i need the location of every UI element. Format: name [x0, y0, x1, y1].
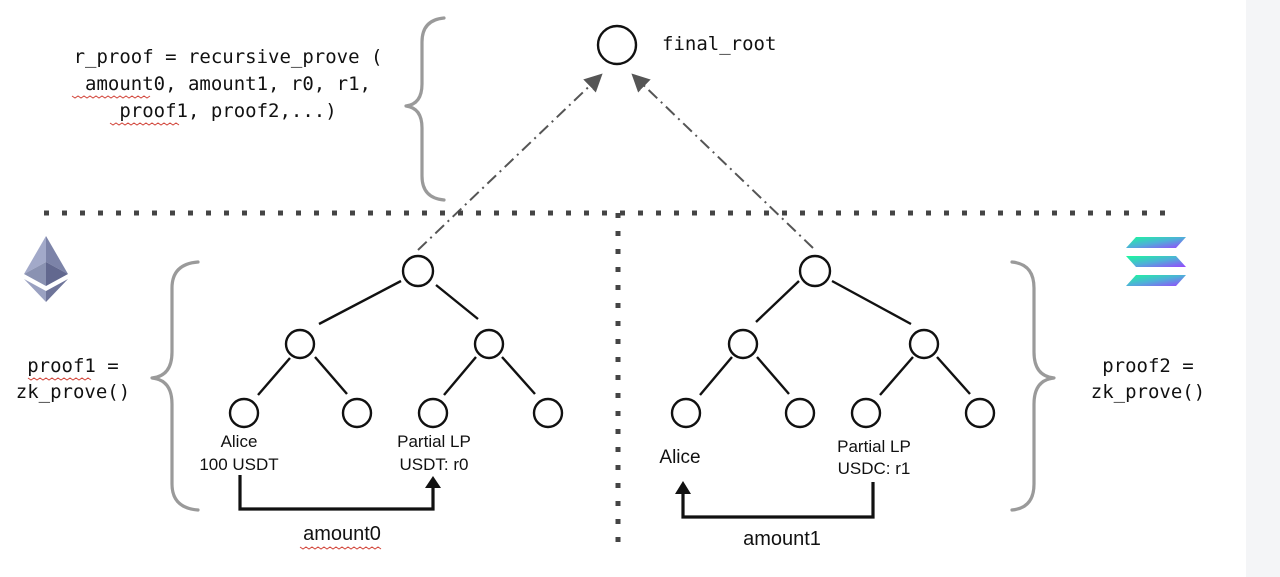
amount1-arrowhead	[675, 481, 691, 494]
tree-edge	[443, 356, 477, 396]
tree-edge	[756, 356, 790, 395]
tree-edge	[831, 279, 912, 326]
proof1-label-line-2: zk_prove()	[16, 381, 130, 403]
left-root-to-final-arrow	[417, 73, 603, 251]
proof1-label-line-1: proof1 =	[27, 355, 119, 377]
leaf-node-partial-lp	[850, 397, 882, 429]
spellcheck-underline	[71, 95, 151, 99]
tree-node	[908, 328, 940, 360]
left-alice-label: Alice	[221, 432, 258, 451]
tree-edge	[501, 356, 536, 395]
tree-edge	[318, 279, 402, 326]
spellcheck-underline	[27, 377, 92, 381]
right-alice-label: Alice	[659, 447, 700, 468]
tree-node	[284, 328, 316, 360]
right-lp-label: Partial LP	[837, 437, 911, 456]
amount0-label: amount0	[303, 523, 381, 545]
amount1-transfer-arrow	[681, 482, 875, 519]
leaf-node-alice	[670, 397, 702, 429]
tree-edge	[435, 284, 479, 320]
right-merkle-tree	[670, 254, 996, 429]
proof2-label-line-1: proof2 =	[1102, 355, 1194, 377]
tree-edge	[257, 357, 291, 396]
right-edge-strip	[1246, 0, 1280, 577]
solana-icon	[1126, 237, 1186, 286]
left-alice-balance: 100 USDT	[199, 455, 278, 474]
leaf-node	[341, 397, 373, 429]
right-curly-brace	[1010, 260, 1056, 512]
final-root-label: final_root	[662, 33, 776, 55]
tree-node	[727, 328, 759, 360]
right-tree-root-node	[798, 254, 832, 288]
final-root-node	[596, 24, 638, 66]
recursive-prove-formula: r_proof = recursive_prove ( amount0, amo…	[71, 46, 383, 126]
spellcheck-underline	[299, 546, 382, 550]
leaf-node	[784, 397, 816, 429]
left-merkle-tree	[228, 254, 564, 429]
leaf-node-partial-lp	[417, 397, 449, 429]
formula-line-2: amount0, amount1, r0, r1,	[85, 73, 371, 95]
tree-edge	[879, 356, 914, 396]
left-curly-brace	[150, 260, 200, 512]
left-lp-label: Partial LP	[397, 432, 471, 451]
leaf-node	[532, 397, 564, 429]
leaf-node	[964, 397, 996, 429]
left-lp-value: USDT: r0	[400, 455, 469, 474]
leaf-node-alice	[228, 397, 260, 429]
tree-edge	[936, 356, 971, 395]
tree-node	[473, 328, 505, 360]
ethereum-icon	[24, 236, 68, 302]
tree-edge	[699, 356, 733, 396]
amount1-label: amount1	[743, 528, 821, 550]
amount0-transfer-arrow	[238, 475, 435, 511]
spellcheck-underline	[109, 122, 180, 126]
tree-edge	[314, 356, 348, 395]
top-curly-brace	[404, 16, 446, 202]
right-lp-value: USDC: r1	[838, 459, 911, 478]
right-root-to-final-arrow	[631, 73, 814, 249]
proof2-label-line-2: zk_prove()	[1091, 381, 1205, 403]
formula-line-3: proof1, proof2,...)	[119, 100, 336, 122]
formula-line-1: r_proof = recursive_prove (	[74, 46, 383, 68]
left-tree-root-node	[401, 254, 435, 288]
amount0-arrowhead	[425, 476, 441, 488]
tree-edge	[755, 280, 800, 323]
